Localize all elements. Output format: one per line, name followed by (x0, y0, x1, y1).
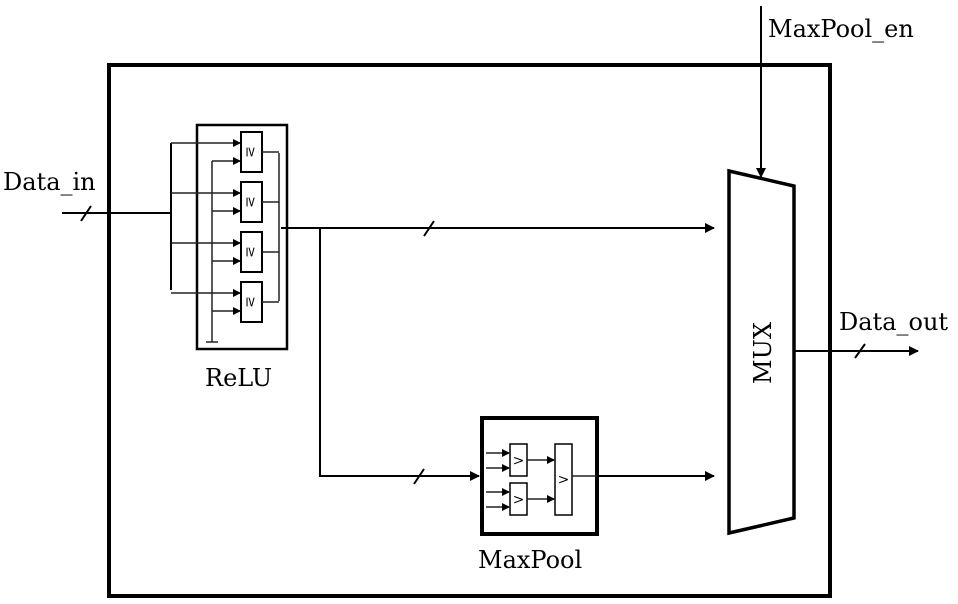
data-in-bus-slash (80, 205, 92, 222)
mux-block (727, 168, 796, 536)
relu-out-bus-slash (423, 220, 435, 237)
comparator-symbol: ≥ (243, 146, 259, 158)
maxpool-in-wire (319, 228, 480, 481)
relu-box (195, 123, 289, 351)
outer-module-box (107, 63, 832, 598)
comparator-symbol: ≥ (243, 296, 259, 308)
comparator-symbol: > (513, 453, 525, 469)
data-in-label: Data_in (3, 168, 96, 196)
relu-block: ≥ ≥ ≥ ≥ (171, 123, 289, 351)
comparator-symbol: > (558, 472, 570, 488)
maxpool-block: > > > (480, 416, 599, 536)
comparator-box (554, 443, 573, 516)
comparator-symbol: ≥ (243, 246, 259, 258)
data-out-label: Data_out (839, 308, 948, 336)
maxpool-label: MaxPool (478, 546, 582, 574)
relu-comparator: ≥ (171, 131, 279, 173)
maxpool-in-bus-slash (413, 468, 425, 485)
mux-label: MUX (749, 322, 777, 384)
maxpool-stage1-comparator: > (486, 482, 555, 516)
maxpool-stage1-comparator: > (486, 443, 555, 477)
relu-comparator: ≥ (171, 181, 279, 223)
relu-label: ReLU (205, 364, 272, 392)
maxpool-en-label: MaxPool_en (768, 15, 914, 43)
relu-comparator: ≥ (171, 231, 279, 273)
maxpool-stage2-comparator: > (554, 443, 597, 516)
data-out-bus-slash (854, 343, 866, 359)
comparator-symbol: ≥ (243, 196, 259, 208)
relu-comparator: ≥ (171, 281, 279, 323)
comparator-symbol: > (513, 492, 525, 508)
